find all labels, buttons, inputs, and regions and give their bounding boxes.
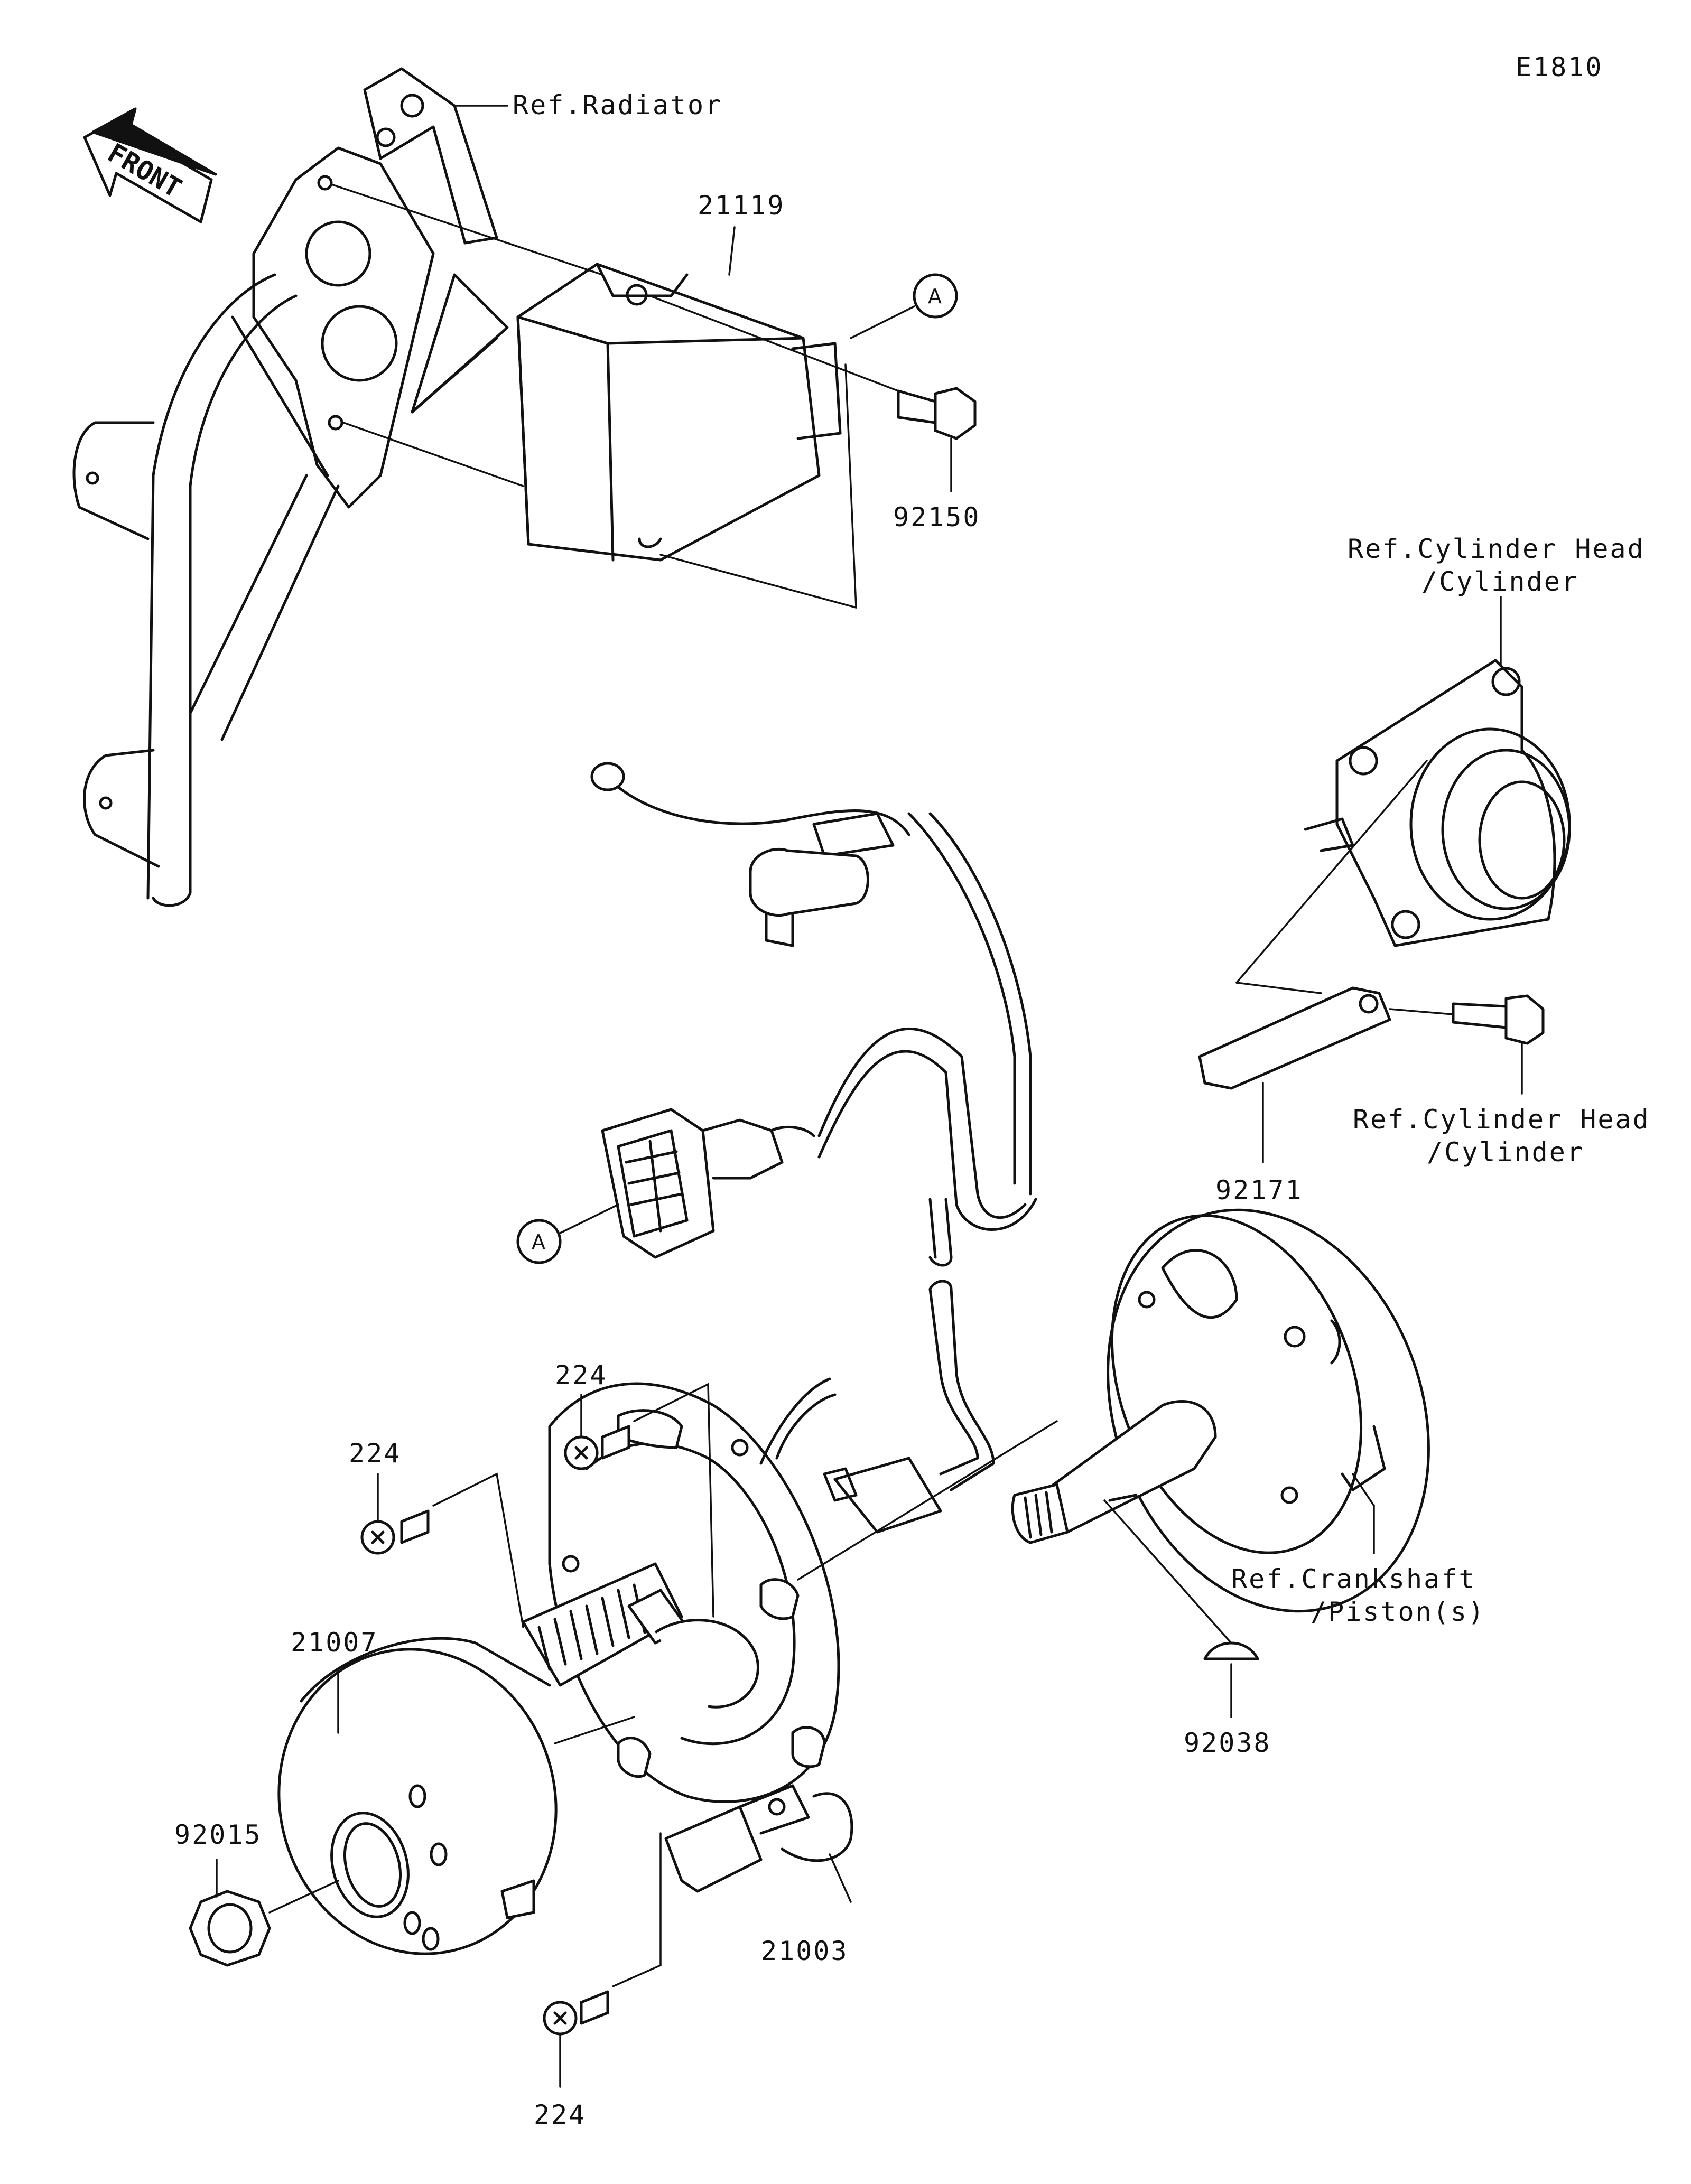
label-flywheel-21007: 21007	[291, 1627, 378, 1658]
stator-plate	[522, 1377, 853, 1893]
screw-224-top	[564, 1383, 714, 1618]
label-screw-224-a: 224	[555, 1360, 607, 1390]
crankshaft	[1011, 1208, 1430, 1613]
diagram-code: E1810	[1516, 52, 1603, 82]
flywheel	[277, 1637, 558, 1955]
plate-92171	[1198, 986, 1391, 1163]
label-screw-224-c: 224	[534, 2099, 586, 2130]
label-stator-21003: 21003	[761, 1936, 849, 1966]
callout-a-bottom: A	[516, 1203, 619, 1264]
screw-224-bottom	[543, 1832, 662, 2088]
ref-crankshaft-b: /Piston(s)	[1311, 1597, 1485, 1627]
connector-8pin	[601, 1108, 815, 1259]
ref-crankshaft: Ref.Crankshaft	[1231, 1564, 1476, 1594]
ref-radiator: Ref.Radiator	[513, 90, 722, 120]
wiring-harness	[590, 762, 1037, 1534]
ref-cylinder-head-2b: /Cylinder	[1427, 1137, 1584, 1168]
front-arrow: FRONT	[83, 107, 217, 223]
cdi-unit	[516, 263, 842, 562]
svg-text:A: A	[532, 1230, 545, 1254]
label-nut-92015: 92015	[174, 1819, 262, 1850]
label-cdi-unit: 21119	[698, 190, 785, 221]
woodruff-key	[1103, 1499, 1259, 1718]
bolt-92150	[897, 387, 977, 492]
callout-a-top: A	[850, 273, 958, 339]
label-plate-92171: 92171	[1215, 1175, 1303, 1206]
ref-cylinder-head-1: Ref.Cylinder Head	[1348, 534, 1645, 564]
screw-224-left	[360, 1472, 524, 1628]
label-screw-224-b: 224	[349, 1438, 401, 1469]
label-key-92038: 92038	[1184, 1728, 1271, 1758]
ref-cylinder-head-1b: /Cylinder	[1421, 566, 1579, 597]
svg-text:A: A	[928, 285, 942, 308]
nut-92015	[189, 1859, 339, 1967]
ref-cylinder-head-2: Ref.Cylinder Head	[1353, 1104, 1650, 1135]
cylinder-bolt	[1389, 994, 1545, 1095]
radiator-frame	[72, 67, 509, 907]
cylinder-head	[1304, 659, 1571, 947]
label-bolt-92150: 92150	[893, 502, 981, 533]
